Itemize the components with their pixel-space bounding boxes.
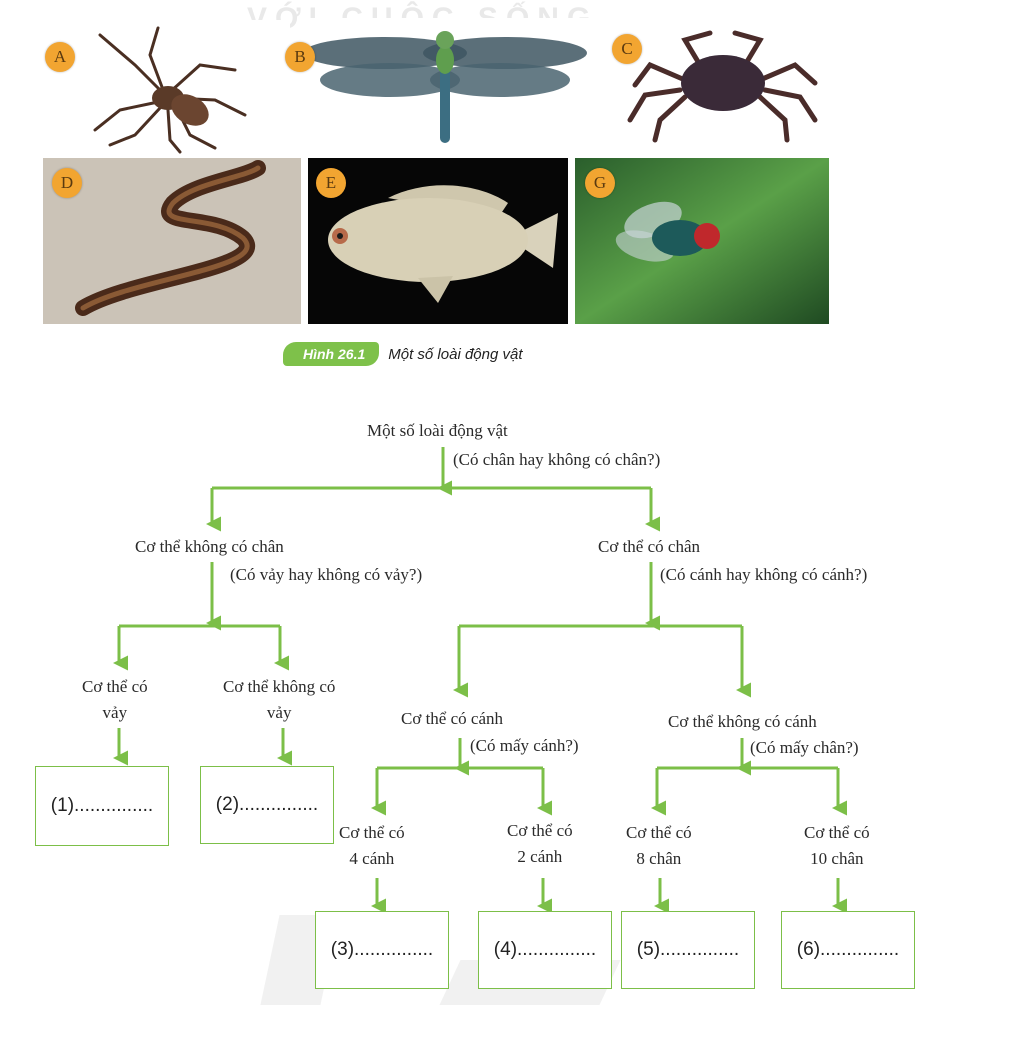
node-root: Một số loài động vật: [367, 421, 508, 440]
answer-box-4[interactable]: (4)...............: [478, 911, 612, 989]
photo-label-b: B: [285, 42, 315, 72]
photo-dragonfly: [300, 18, 590, 148]
node-ten-legs: Cơ thể có 10 chân: [804, 823, 870, 869]
photo-label-c: C: [612, 34, 642, 64]
question-root: (Có chân hay không có chân?): [453, 450, 661, 469]
caption-text: Một số loài động vật: [388, 345, 523, 363]
photo-crab: [615, 25, 830, 145]
node-four-wings: Cơ thể có 4 cánh: [339, 823, 405, 869]
node-no-legs: Cơ thể không có chân: [135, 537, 284, 556]
question-no-legs: (Có vảy hay không có vảy?): [230, 565, 423, 584]
figure-caption: Hình 26.1 Một số loài động vật: [283, 342, 523, 366]
photo-label-e: E: [316, 168, 346, 198]
question-legs: (Có cánh hay không có cánh?): [660, 565, 868, 584]
question-wings: (Có mấy cánh?): [470, 736, 579, 755]
node-eight-legs: Cơ thể có 8 chân: [626, 823, 692, 869]
node-legs: Cơ thể có chân: [598, 537, 700, 556]
question-no-wings: (Có mấy chân?): [750, 738, 859, 757]
answer-box-1[interactable]: (1)...............: [35, 766, 169, 846]
node-no-scales: Cơ thể không có vảy: [223, 677, 336, 723]
answer-box-3[interactable]: (3)...............: [315, 911, 449, 989]
node-two-wings: Cơ thể có 2 cánh: [507, 821, 573, 867]
photo-label-d: D: [52, 168, 82, 198]
node-wings: Cơ thể có cánh: [401, 709, 503, 728]
answer-box-6[interactable]: (6)...............: [781, 911, 915, 989]
node-scales: Cơ thể có vảy: [82, 677, 148, 723]
photo-label-a: A: [45, 42, 75, 72]
photo-spider: [40, 20, 290, 155]
answer-box-5[interactable]: (5)...............: [621, 911, 755, 989]
node-no-wings: Cơ thể không có cánh: [668, 712, 817, 731]
answer-box-2[interactable]: (2)...............: [200, 766, 334, 844]
caption-tag: Hình 26.1: [283, 342, 380, 366]
photo-fly: [575, 158, 829, 324]
photo-fish: [308, 158, 568, 324]
photo-label-g: G: [585, 168, 615, 198]
photo-eel: [43, 158, 301, 324]
